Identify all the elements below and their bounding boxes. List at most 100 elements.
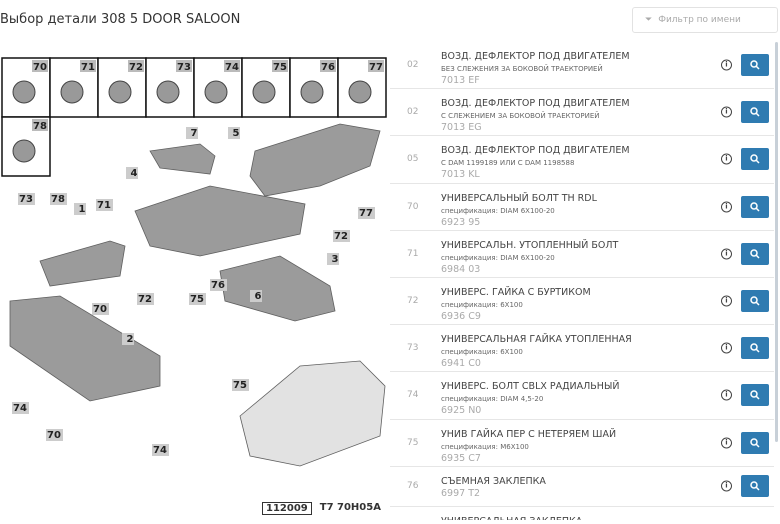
search-button[interactable]	[741, 431, 769, 454]
part-number: 75	[407, 437, 419, 448]
callout-73[interactable]: 73	[18, 193, 35, 205]
part-code: 7013 EG	[441, 122, 482, 134]
page-title: Выбор детали 308 5 DOOR SALOON	[0, 12, 241, 27]
search-button[interactable]	[741, 148, 769, 171]
callout-1[interactable]: 1	[74, 203, 86, 215]
search-button[interactable]	[741, 242, 769, 265]
callout-77[interactable]: 77	[358, 207, 375, 219]
part-code: 6941 C0	[441, 358, 481, 370]
part-name: ВОЗД. ДЕФЛЕКТОР ПОД ДВИГАТЕЛЕМ	[441, 98, 630, 110]
info-icon[interactable]: i	[721, 480, 732, 492]
callout-5[interactable]: 5	[228, 127, 240, 139]
thumb-part-78[interactable]: 78	[1, 116, 51, 177]
search-icon	[750, 390, 760, 400]
search-button[interactable]	[741, 337, 769, 360]
svg-text:73: 73	[19, 194, 33, 205]
part-spec: спецификация: DIAM 6X100-20	[441, 206, 555, 215]
part-name: УНИВЕРСАЛЬНАЯ ГАЙКА УТОПЛЕННАЯ	[441, 334, 632, 346]
svg-text:72: 72	[334, 231, 348, 242]
svg-text:7: 7	[191, 128, 198, 139]
svg-text:73: 73	[177, 62, 191, 73]
callout-7[interactable]: 7	[186, 127, 198, 139]
thumb-part-73[interactable]: 73	[145, 57, 195, 118]
part-name: УНИВ ГАЙКА ПЕР С НЕТЕРЯЕМ ШАЙ	[441, 428, 617, 440]
callout-78[interactable]: 78	[50, 193, 67, 205]
thumb-part-72[interactable]: 72	[97, 57, 147, 118]
thumb-part-75[interactable]: 75	[241, 57, 291, 118]
svg-text:72: 72	[138, 294, 152, 305]
info-icon[interactable]: i	[721, 437, 732, 449]
info-icon[interactable]: i	[721, 201, 732, 213]
callout-3[interactable]: 3	[327, 253, 339, 265]
info-icon[interactable]: i	[721, 389, 732, 401]
part-code: 6997 T2	[441, 487, 481, 499]
part-name: УНИВЕРСАЛЬНЫЙ БОЛТ TH RDL	[441, 192, 597, 204]
part-row[interactable]: 70 УНИВЕРСАЛЬНЫЙ БОЛТ TH RDL спецификация:…	[390, 184, 774, 231]
callout-75[interactable]: 75	[232, 379, 249, 391]
callout-4[interactable]: 4	[126, 167, 138, 179]
info-icon[interactable]: i	[721, 295, 732, 307]
svg-text:4: 4	[131, 168, 138, 179]
part-name: ВОЗД. ДЕФЛЕКТОР ПОД ДВИГАТЕЛЕМ	[441, 51, 630, 62]
callout-75[interactable]: 75	[189, 293, 206, 305]
thumb-part-71[interactable]: 71	[49, 57, 99, 118]
svg-text:77: 77	[369, 62, 383, 73]
thumb-part-77[interactable]: 77	[337, 57, 387, 118]
scrollbar[interactable]	[775, 42, 778, 442]
search-button[interactable]	[741, 475, 769, 498]
callout-74[interactable]: 74	[12, 402, 29, 414]
info-icon[interactable]: i	[721, 342, 732, 354]
info-icon[interactable]: i	[721, 59, 732, 71]
filter-icon: ⏷	[645, 15, 653, 25]
part-number: 70	[407, 201, 419, 212]
search-button[interactable]	[741, 54, 769, 77]
callout-72[interactable]: 72	[137, 293, 154, 305]
part-number: 02	[407, 107, 419, 118]
search-icon	[750, 343, 760, 353]
svg-text:76: 76	[211, 280, 225, 291]
thumb-part-74[interactable]: 74	[193, 57, 243, 118]
parts-list: 02 ВОЗД. ДЕФЛЕКТОР ПОД ДВИГАТЕЛЕМ БЕЗ СЛЕЖ…	[390, 42, 774, 520]
callout-71[interactable]: 71	[96, 199, 113, 211]
part-code: 6984 03	[441, 263, 481, 275]
search-button[interactable]	[741, 101, 769, 124]
car-image	[239, 360, 386, 467]
info-icon[interactable]: i	[721, 248, 732, 260]
search-button[interactable]	[741, 195, 769, 218]
search-button[interactable]	[741, 384, 769, 407]
part-1	[39, 240, 126, 287]
thumb-part-76[interactable]: 76	[289, 57, 339, 118]
callout-6[interactable]: 6	[250, 290, 262, 302]
part-2	[9, 295, 161, 402]
part-spec: С DAM 1199189 ИЛИ С DAM 1198588	[441, 159, 575, 168]
search-icon	[750, 201, 760, 212]
callout-70[interactable]: 70	[46, 429, 63, 441]
info-icon[interactable]: i	[721, 153, 732, 165]
part-spec: БЕЗ СЛЕЖЕНИЯ ЗА БОКОВОЙ ТРАЕКТОРИЕЙ	[441, 65, 603, 73]
search-button[interactable]	[741, 290, 769, 313]
part-number: 72	[407, 296, 419, 307]
callout-76[interactable]: 76	[210, 279, 227, 291]
part-code: 6923 95	[441, 216, 481, 228]
svg-text:5: 5	[233, 128, 240, 139]
info-icon[interactable]: i	[721, 106, 732, 118]
callout-2[interactable]: 2	[122, 333, 134, 345]
callout-70[interactable]: 70	[92, 303, 109, 315]
part-row[interactable]: УНИВЕРСАЛЬНАЯ ЗАКЛЕПКА	[390, 507, 774, 520]
part-3	[219, 255, 336, 322]
part-4	[134, 185, 306, 257]
callout-72[interactable]: 72	[333, 230, 350, 242]
filter-input[interactable]: ⏷ Фильтр по имени	[632, 7, 778, 33]
thumb-part-70[interactable]: 70	[1, 57, 51, 118]
callout-74[interactable]: 74	[152, 444, 169, 456]
